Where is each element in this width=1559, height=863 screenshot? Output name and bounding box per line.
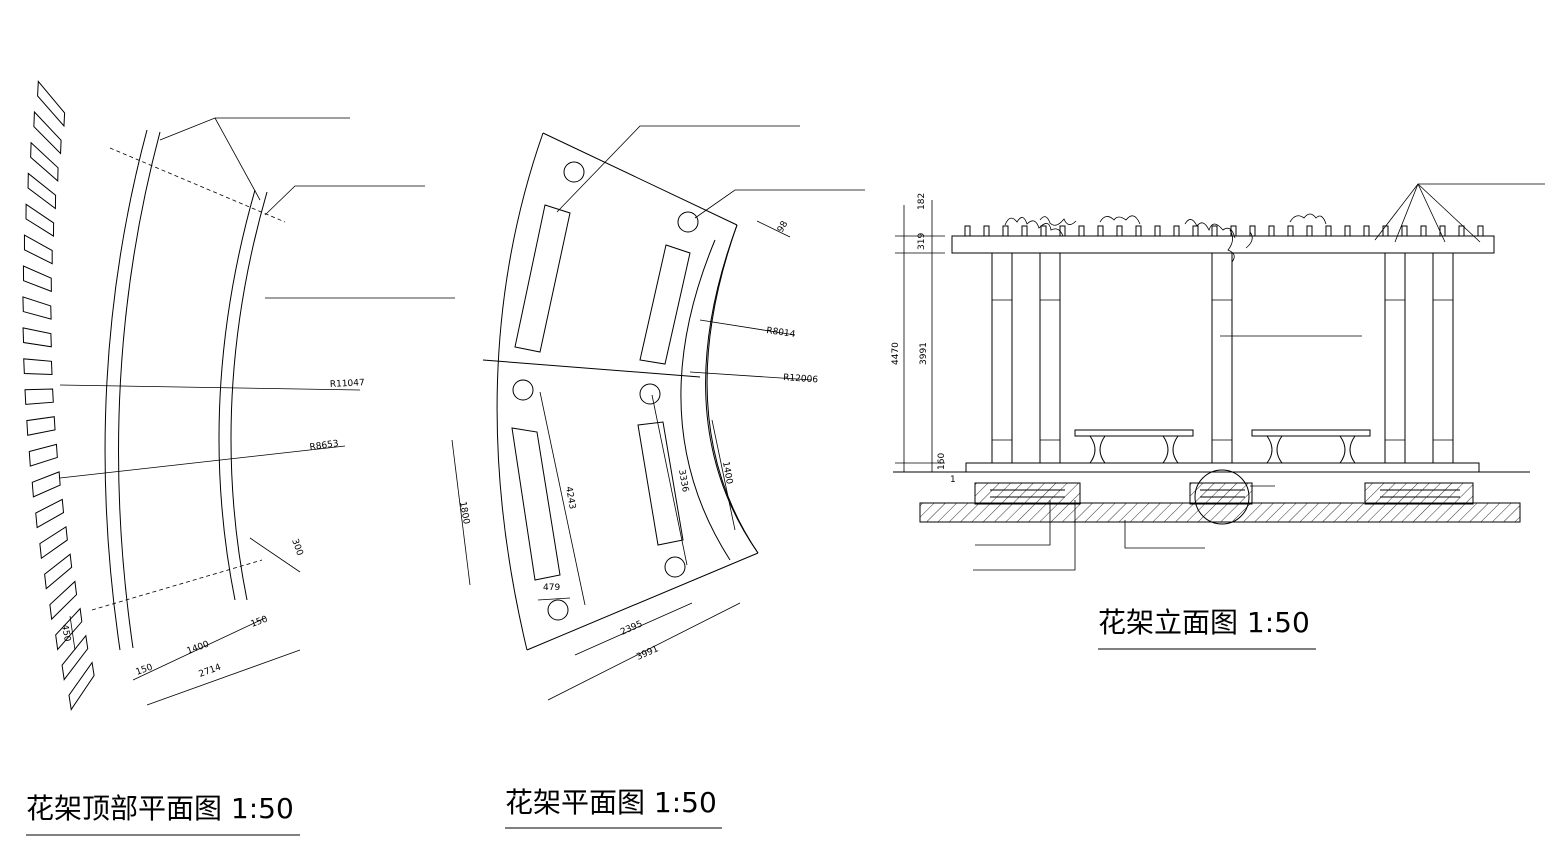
plan-columns: [512, 161, 699, 621]
dim-182: 182: [917, 193, 927, 210]
top-plan-view: R11047 R8653 300 450 150 150 1400 2714: [22, 80, 455, 711]
roof-beam: [27, 172, 57, 210]
rafter-end: [1477, 225, 1484, 237]
rafter-end: [983, 225, 990, 237]
rafter-end: [1401, 225, 1408, 237]
top-plan-beams: [22, 80, 95, 711]
dim-3336: 3336: [676, 469, 690, 494]
elevation-vines: [1004, 213, 1327, 263]
rafter-end: [1420, 225, 1427, 237]
dim-4243: 4243: [563, 486, 577, 510]
dim-300: 300: [289, 538, 304, 558]
roof-beam: [35, 498, 65, 529]
roof-beam: [30, 141, 59, 182]
roof-beam: [44, 553, 73, 590]
rafter-end: [1325, 225, 1332, 237]
rafter-end: [1078, 225, 1085, 237]
dim-450: 450: [59, 624, 72, 643]
roof-beam: [61, 634, 89, 681]
roof-beam: [23, 234, 53, 265]
roof-beam: [22, 265, 52, 293]
rafter-end: [1287, 225, 1294, 237]
elevation-view: 182 319 4470 3991 160 1: [891, 183, 1545, 571]
plan-outline: [482, 132, 759, 651]
dim-1800: 1800: [457, 501, 471, 526]
top-plan-leaders: [59, 117, 455, 706]
title-top-plan: 花架顶部平面图 1:50: [26, 792, 294, 825]
rafter-end: [1344, 225, 1351, 237]
rafter-end: [1097, 225, 1104, 237]
rafter-end: [1135, 225, 1142, 237]
rafter-end: [1439, 225, 1446, 237]
rafter-end: [1268, 225, 1275, 237]
rafter-end: [1382, 225, 1389, 237]
plan-view: R8014 R12006 98 1800 4243 3336 1400 479 …: [451, 125, 865, 701]
rafter-end: [1116, 225, 1123, 237]
titles: 花架顶部平面图 1:50 花架平面图 1:50 花架立面图 1:50: [26, 606, 1316, 836]
dim-98: 98: [776, 219, 791, 234]
dim-479: 479: [543, 583, 560, 593]
dim-160: 160: [937, 453, 947, 470]
roof-beam: [23, 358, 53, 376]
roof-beam: [37, 80, 66, 128]
dim-150-right: 150: [250, 614, 270, 629]
roof-beam: [24, 388, 54, 405]
rafter-end: [1040, 225, 1047, 237]
dim-1400: 1400: [186, 639, 211, 656]
dim-r11047: R11047: [330, 378, 365, 390]
rafter-end: [1458, 225, 1465, 237]
roof-beam: [31, 471, 61, 498]
rafter-end: [1211, 225, 1218, 237]
elevation-top-beam: [951, 235, 1495, 254]
roof-beam: [26, 416, 56, 436]
roof-beam: [55, 607, 83, 651]
rafter-end: [1306, 225, 1313, 237]
title-plan: 花架平面图 1:50: [505, 786, 717, 819]
rafter-end: [1249, 225, 1256, 237]
plan-leaders: [451, 125, 865, 701]
top-plan-rails: [91, 129, 286, 651]
elevation-leaders: [895, 183, 1545, 571]
dim-2714: 2714: [198, 662, 223, 679]
dim-3991-elev: 3991: [919, 342, 929, 365]
rafter-end: [964, 225, 971, 237]
dim-319: 319: [917, 233, 927, 250]
elevation-columns: [991, 252, 1454, 464]
dim-1400-plan: 1400: [720, 461, 734, 486]
rafter-end: [1021, 225, 1028, 237]
dim-r12006: R12006: [783, 373, 819, 385]
roof-beam: [22, 327, 52, 348]
rafter-end: [1154, 225, 1161, 237]
roof-beam: [68, 661, 95, 711]
dim-3991-plan: 3991: [635, 644, 660, 662]
roof-beam: [33, 110, 62, 155]
rafter-end: [1002, 225, 1009, 237]
roof-beam: [49, 580, 78, 621]
elevation-top-posts: [964, 225, 1484, 237]
dim-r8653: R8653: [309, 439, 339, 453]
rafter-end: [1363, 225, 1370, 237]
rafter-end: [1173, 225, 1180, 237]
roof-beam: [22, 296, 52, 320]
elevation-benches: [1074, 429, 1371, 464]
roof-beam: [28, 443, 58, 467]
roof-beam: [39, 525, 68, 560]
dim-2395: 2395: [619, 619, 644, 637]
elevation-base: [893, 462, 1530, 525]
title-elevation: 花架立面图 1:50: [1098, 606, 1310, 639]
plan-slots: [511, 204, 691, 581]
dim-r8014: R8014: [766, 326, 797, 340]
dim-150-left: 150: [135, 662, 155, 677]
dim-1: 1: [950, 475, 956, 485]
dim-4470: 4470: [891, 342, 901, 365]
roof-beam: [25, 203, 55, 237]
rafter-end: [1192, 225, 1199, 237]
